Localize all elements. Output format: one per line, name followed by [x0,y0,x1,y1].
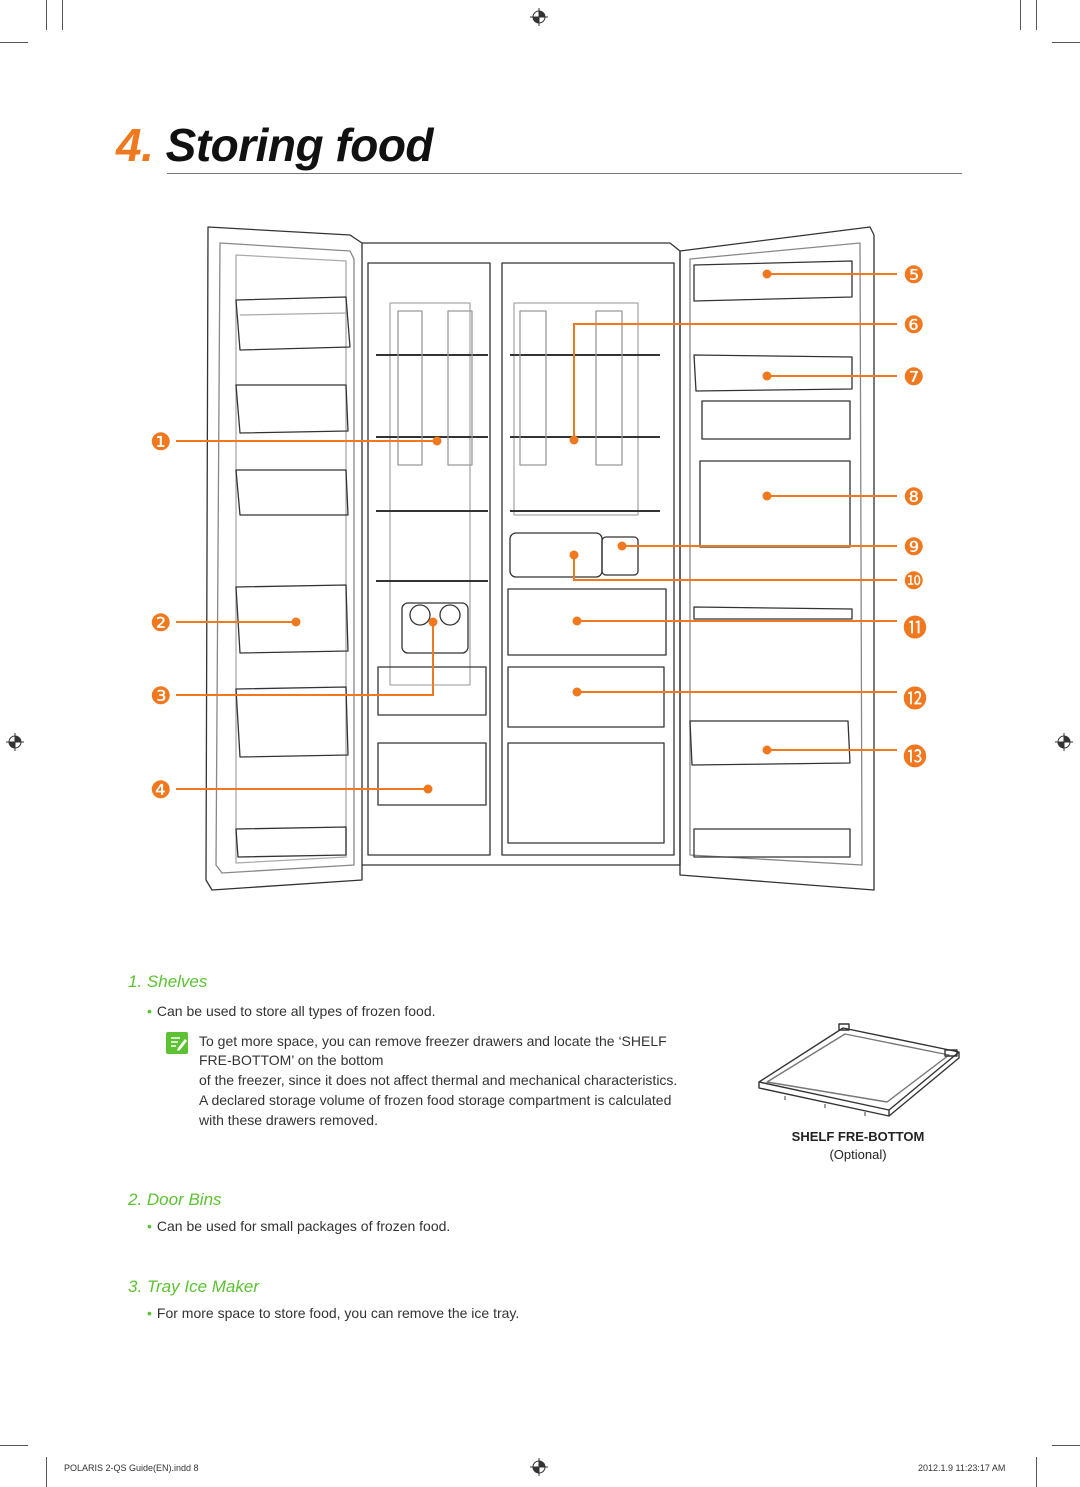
section-heading-tray-ice-maker: 3. Tray Ice Maker [128,1277,259,1296]
footer-timestamp: 2012.1.9 11:23:17 AM [918,1463,1006,1473]
callout-7: ❼ [903,364,925,391]
crop-mark [1020,0,1021,30]
callout-3: ❸ [150,683,172,710]
page-title: 4. Storing food [116,118,434,172]
callout-8: ❽ [903,484,925,511]
crop-mark [1036,1457,1037,1487]
registration-mark-icon [1055,733,1073,751]
title-number: 4. [116,119,154,171]
note-line-4: A declared storage volume of frozen food… [199,1092,672,1108]
callout-13: ⓭ [903,744,927,771]
refrigerator-illustration [205,226,875,891]
registration-mark-icon [530,8,548,26]
section-heading-door-bins: 2. Door Bins [128,1190,222,1209]
bullet-shelves: Can be used to store all types of frozen… [147,1003,436,1019]
shelf-fre-bottom-illustration [758,1023,960,1117]
callout-9: ❾ [903,534,925,561]
crop-mark [46,0,47,30]
section-heading-shelves: 1. Shelves [128,972,208,991]
crop-mark [1036,0,1037,30]
callout-10: ❿ [903,568,925,595]
footer-filename: POLARIS 2-QS Guide(EN).indd 8 [64,1463,199,1473]
callout-2: ❷ [150,610,172,637]
registration-mark-icon [6,733,24,751]
note-line-2: FRE-BOTTOM’ on the bottom [199,1052,384,1068]
title-rule [167,173,962,174]
crop-mark [1052,1445,1080,1446]
crop-mark [0,42,28,43]
title-text: Storing food [165,119,434,171]
crop-mark [62,0,63,30]
note-line-5: with these drawers removed. [199,1112,378,1128]
shelf-caption-optional: (Optional) [829,1147,887,1162]
note-line-1: To get more space, you can remove freeze… [199,1033,667,1049]
callout-12: ⓬ [903,686,927,713]
crop-mark [1052,42,1080,43]
shelf-caption: SHELF FRE-BOTTOM [791,1129,925,1144]
registration-mark-icon [530,1458,548,1476]
note-line-3: of the freezer, since it does not affect… [199,1072,678,1088]
bullet-tray-ice-maker: For more space to store food, you can re… [147,1305,519,1321]
crop-mark [46,1457,47,1487]
callout-4: ❹ [150,777,172,804]
note-icon [166,1032,188,1054]
callout-6: ❻ [903,312,925,339]
callout-5: ❺ [903,262,925,289]
callout-1: ❶ [150,429,172,456]
crop-mark [0,1445,28,1446]
bullet-door-bins: Can be used for small packages of frozen… [147,1218,450,1234]
callout-11: ⓫ [903,615,927,642]
